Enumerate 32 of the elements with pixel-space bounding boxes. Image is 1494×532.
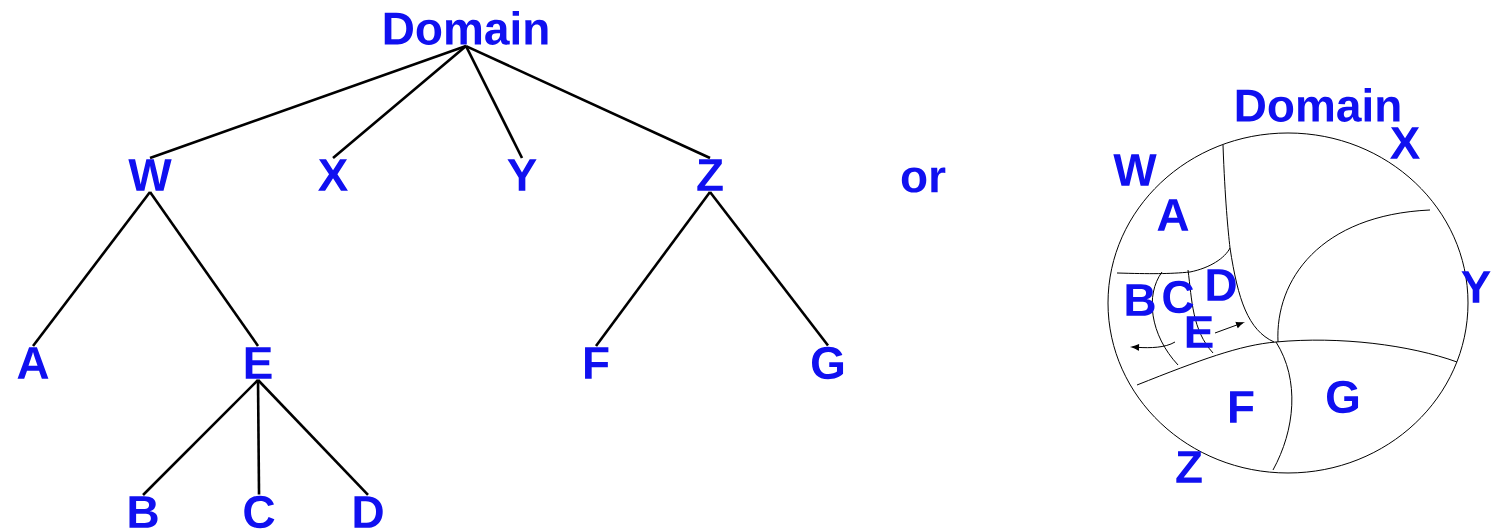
tree-node-label: F <box>585 347 609 379</box>
connector-line <box>594 191 712 347</box>
tree-node-label: Z <box>697 159 723 191</box>
region-label: Z <box>1176 451 1202 483</box>
connector-word: or <box>901 167 946 193</box>
tree-node-label: C <box>244 495 275 529</box>
connector-line <box>148 191 260 347</box>
connector-line <box>708 191 830 347</box>
connector-line <box>257 379 369 496</box>
connector-line <box>32 191 152 347</box>
tree-node-label: E <box>245 347 272 379</box>
region-label: W <box>1113 154 1157 186</box>
region-label: A <box>1157 199 1189 231</box>
connector-line <box>464 45 524 159</box>
region-label: G <box>1327 380 1359 414</box>
region-label: X <box>1390 127 1420 159</box>
tree-node-label: Y <box>507 159 537 191</box>
tree-node-label: W <box>128 159 172 191</box>
connector-line <box>332 45 467 159</box>
region-label: F <box>1230 391 1254 423</box>
region-label: Domain <box>1236 88 1400 122</box>
tree-node-label: B <box>129 496 158 528</box>
tree-node-label: A <box>17 347 49 379</box>
tree-node-label: X <box>318 159 348 191</box>
connector-line <box>256 380 261 495</box>
connector-line <box>149 44 467 160</box>
tree-node-label: D <box>354 496 383 528</box>
connector-line <box>465 44 711 160</box>
tree-node-label: G <box>812 346 844 380</box>
tree-node-label: Domain <box>384 11 548 45</box>
region-label: D <box>1207 269 1236 301</box>
connector-line <box>142 379 259 496</box>
